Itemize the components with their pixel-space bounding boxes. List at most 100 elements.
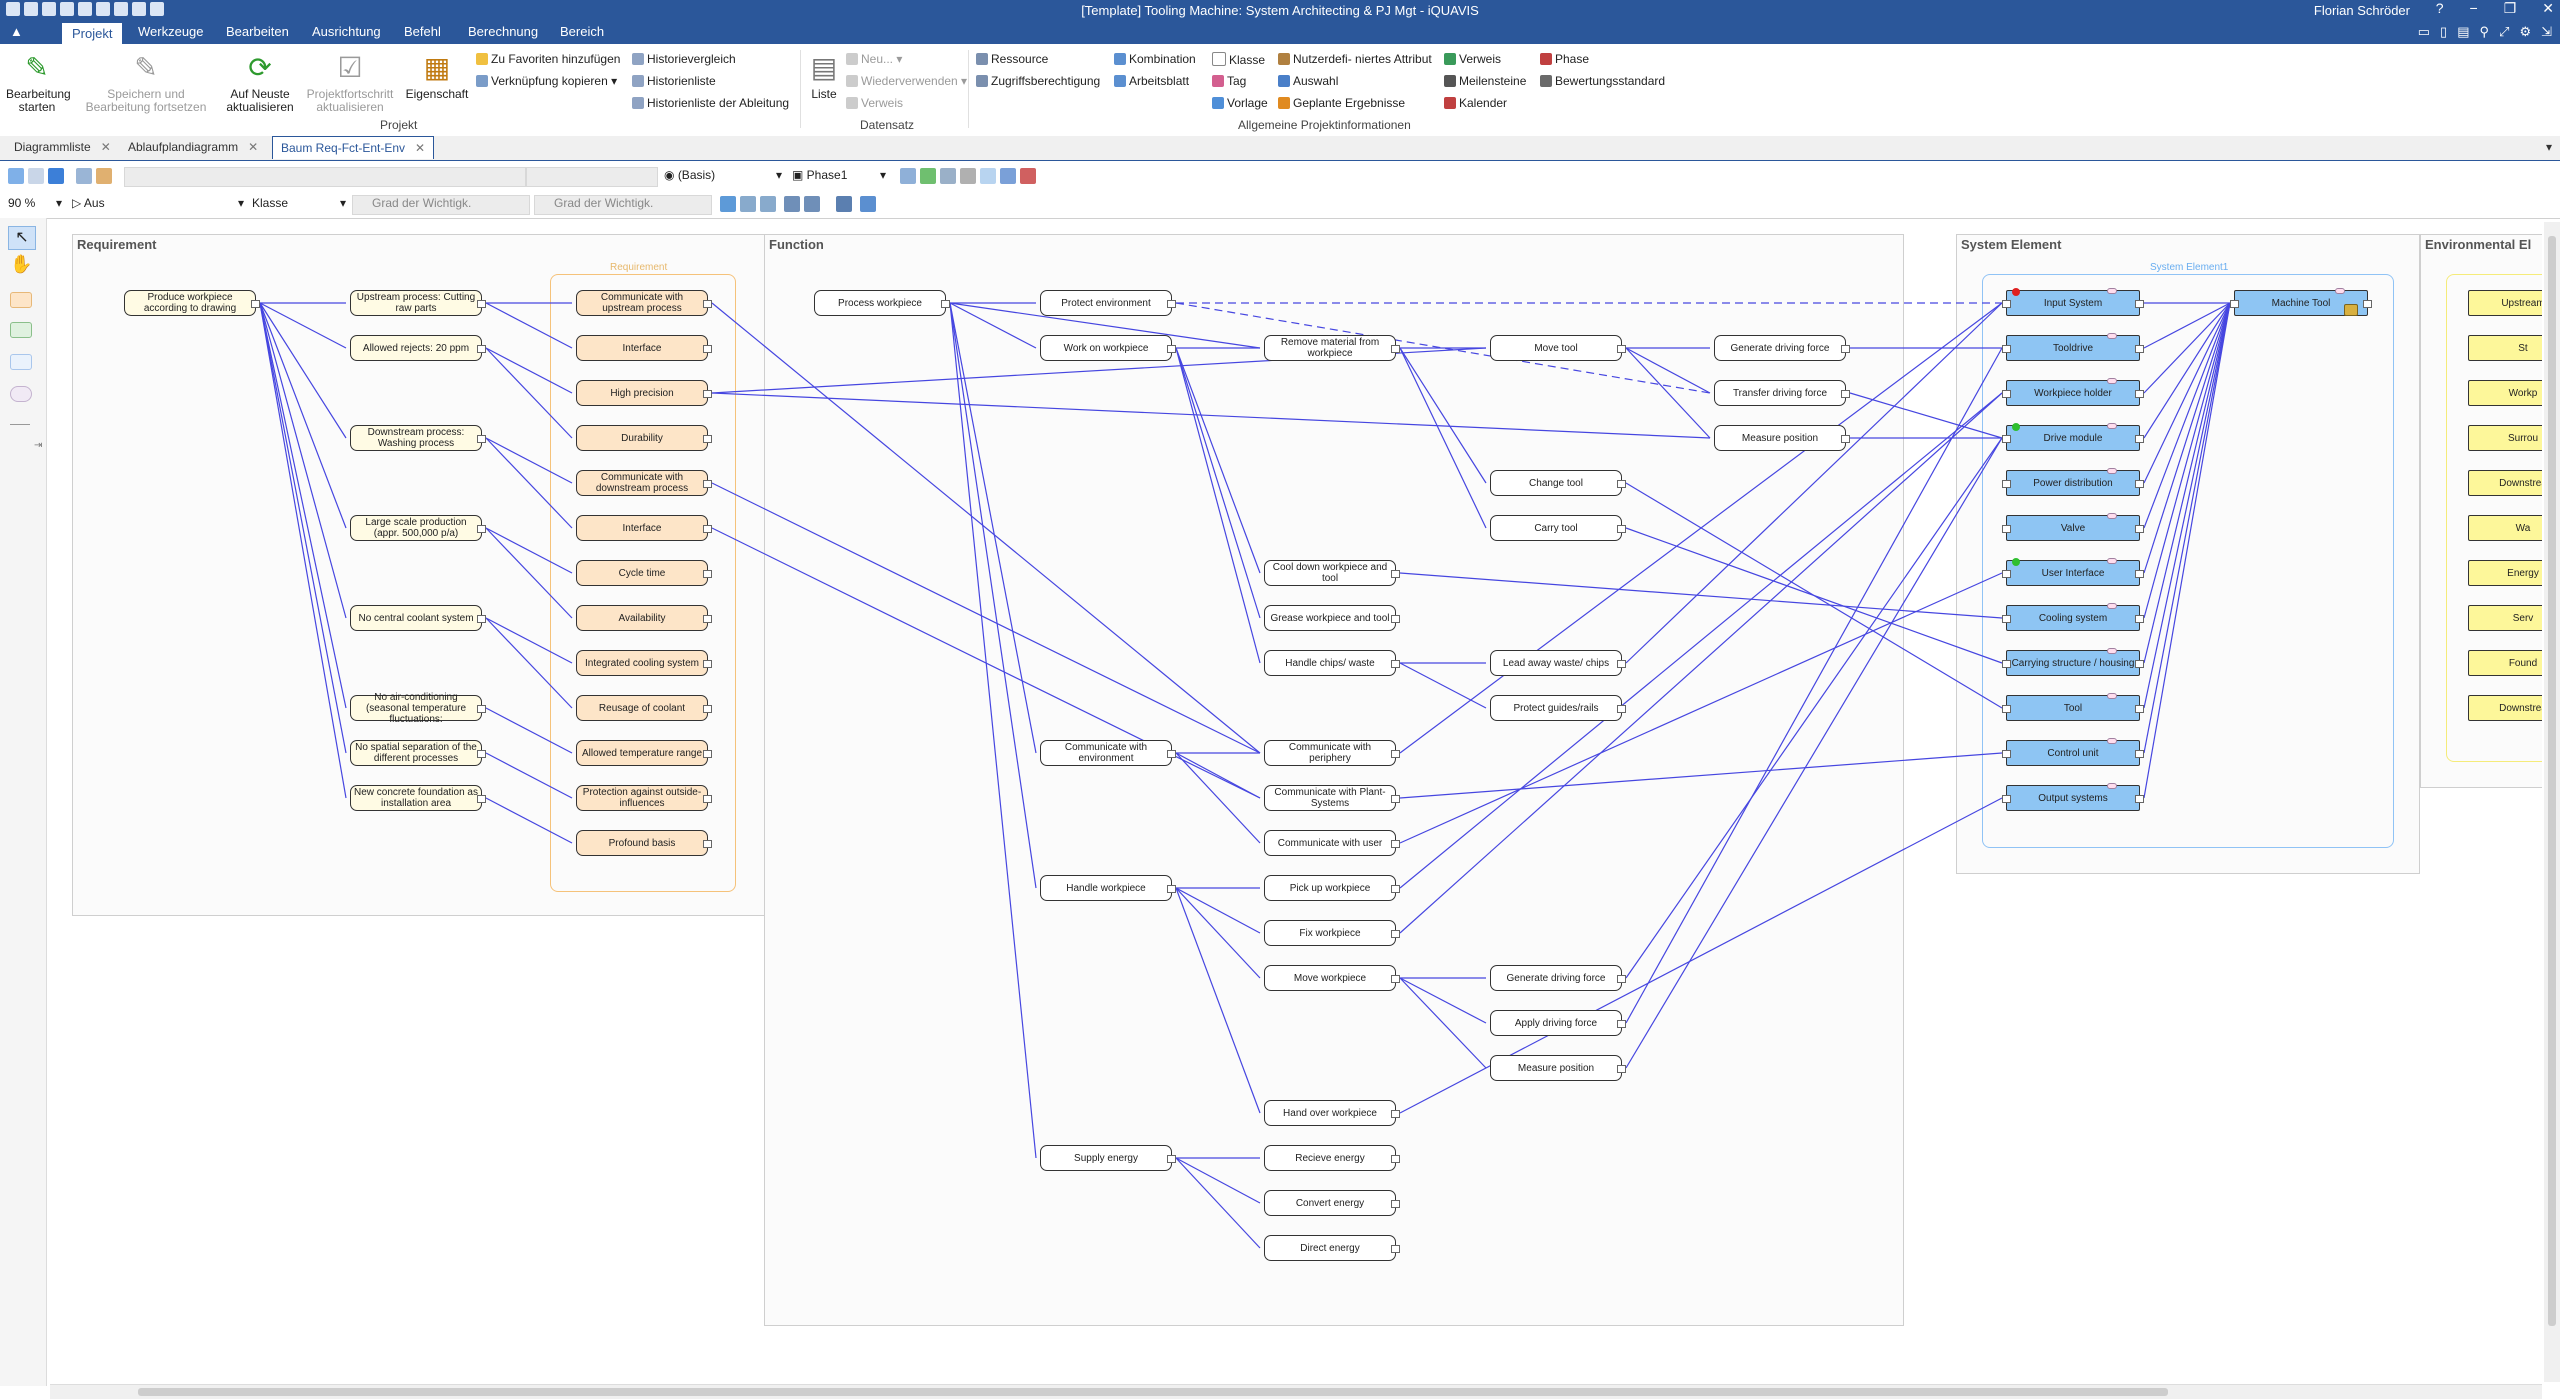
requirement-node[interactable]: Availability	[576, 605, 712, 631]
filter-icon[interactable]	[960, 168, 976, 184]
node-connector[interactable]	[2002, 705, 2011, 713]
node-connector[interactable]	[2002, 615, 2011, 623]
planned-results-button[interactable]: Geplante Ergebnisse	[1278, 96, 1405, 110]
tab-befehl[interactable]: Befehl	[404, 24, 441, 39]
node-connector[interactable]	[703, 435, 712, 443]
history-derivation-button[interactable]: Historienliste der Ableitung	[632, 96, 789, 110]
node-connector[interactable]	[703, 795, 712, 803]
node-pin[interactable]	[2107, 423, 2117, 429]
matrix-icon[interactable]	[1000, 168, 1016, 184]
node-pin[interactable]	[2335, 288, 2345, 294]
system-element-node[interactable]: Carrying structure / housing	[2002, 648, 2144, 676]
node-connector[interactable]	[1391, 1110, 1400, 1118]
minimize-button[interactable]: −	[2469, 0, 2478, 16]
node-connector[interactable]	[1391, 1155, 1400, 1163]
layout-icon[interactable]: ▭	[2417, 24, 2431, 39]
toolbar-field-blank[interactable]	[124, 167, 526, 187]
function-node[interactable]: Hand over workpiece	[1264, 1100, 1400, 1126]
environment-node[interactable]: Found	[2468, 650, 2542, 676]
highlight-icon[interactable]	[980, 168, 996, 184]
expand-palette-icon[interactable]: ⇥	[34, 440, 43, 451]
function-node[interactable]: Measure position	[1714, 425, 1850, 451]
node-connector[interactable]	[1391, 795, 1400, 803]
node-connector[interactable]	[477, 795, 486, 803]
environment-node[interactable]: Workp	[2468, 380, 2542, 406]
environment-node[interactable]: Serv	[2468, 605, 2542, 631]
node-connector[interactable]	[1617, 705, 1626, 713]
matrix-view-icon[interactable]	[784, 196, 800, 212]
node-pin[interactable]	[2107, 693, 2117, 699]
phase-select[interactable]: ▣ Phase1	[792, 168, 848, 182]
environment-node[interactable]: Downstrea	[2468, 695, 2542, 721]
node-connector[interactable]	[2002, 570, 2011, 578]
split-view-icon[interactable]	[760, 196, 776, 212]
app-icon[interactable]	[6, 2, 20, 16]
node-connector[interactable]	[477, 615, 486, 623]
function-node[interactable]: Remove material from workpiece	[1264, 335, 1400, 361]
app-menu-icon[interactable]: ▲	[10, 24, 23, 39]
node-connector[interactable]	[477, 705, 486, 713]
tab-projekt[interactable]: Projekt	[62, 23, 123, 44]
scroll-thumb[interactable]	[138, 1388, 2168, 1396]
system-element-node[interactable]: Control unit	[2002, 738, 2144, 766]
function-node[interactable]: Protect guides/rails	[1490, 695, 1626, 721]
node-connector[interactable]	[251, 300, 260, 308]
system-element-node[interactable]: Valve	[2002, 513, 2144, 541]
node-connector[interactable]	[1167, 750, 1176, 758]
node-connector[interactable]	[1841, 390, 1850, 398]
requirement-node[interactable]: Cycle time	[576, 560, 712, 586]
function-node[interactable]: Lead away waste/ chips	[1490, 650, 1626, 676]
node-connector[interactable]	[1167, 300, 1176, 308]
maximize-button[interactable]: ❐	[2503, 0, 2517, 16]
node-connector[interactable]	[703, 390, 712, 398]
requirement-node[interactable]: Profound basis	[576, 830, 712, 856]
class-dropdown-icon[interactable]: ▾	[340, 196, 347, 210]
panel-icon[interactable]: ▤	[2457, 24, 2470, 39]
node-connector[interactable]	[703, 525, 712, 533]
environment-shape-icon[interactable]	[10, 386, 32, 402]
function-node[interactable]: Generate driving force	[1490, 965, 1626, 991]
system-element-node[interactable]: Output systems	[2002, 783, 2144, 811]
requirement-node[interactable]: Upstream process: Cutting raw parts	[350, 290, 486, 316]
function-node[interactable]: Fix workpiece	[1264, 920, 1400, 946]
zoom-dropdown-icon[interactable]: ▾	[56, 196, 63, 210]
environment-node[interactable]: Upstream	[2468, 290, 2542, 316]
system-element-node[interactable]: Tool	[2002, 693, 2144, 721]
history-list-button[interactable]: Historienliste	[632, 74, 716, 88]
baseline-select[interactable]: ◉ (Basis)	[664, 168, 716, 182]
node-connector[interactable]	[1391, 1200, 1400, 1208]
node-connector[interactable]	[477, 435, 486, 443]
system-element-node[interactable]: Input System	[2002, 288, 2144, 316]
system-element-node[interactable]: Machine Tool	[2230, 288, 2372, 316]
node-connector[interactable]	[2002, 750, 2011, 758]
rating-standard-button[interactable]: Bewertungsstandard	[1540, 74, 1665, 88]
node-connector[interactable]	[1617, 975, 1626, 983]
function-node[interactable]: Convert energy	[1264, 1190, 1400, 1216]
tab-ausrichtung[interactable]: Ausrichtung	[312, 24, 381, 39]
requirement-node[interactable]: Integrated cooling system	[576, 650, 712, 676]
requirement-node[interactable]: Interface	[576, 515, 712, 541]
function-node[interactable]: Protect environment	[1040, 290, 1176, 316]
scroll-thumb[interactable]	[2548, 236, 2556, 1326]
milestones-button[interactable]: Meilensteine	[1444, 74, 1526, 88]
pan-tool-icon[interactable]: ✋	[10, 254, 33, 274]
phase-dropdown-icon[interactable]: ▾	[880, 168, 887, 182]
requirement-node[interactable]: No air-conditioning (seasonal temperatur…	[350, 692, 486, 725]
horizontal-scrollbar[interactable]	[50, 1384, 2542, 1399]
requirement-node[interactable]: Communicate with downstream process	[576, 470, 712, 496]
node-connector[interactable]	[2002, 345, 2011, 353]
tab-berechnung[interactable]: Berechnung	[468, 24, 539, 39]
node-connector[interactable]	[1617, 480, 1626, 488]
refresh-icon[interactable]	[150, 2, 164, 16]
close-icon[interactable]: ✕	[100, 140, 111, 154]
close-icon[interactable]: ✕	[248, 140, 259, 154]
node-connector[interactable]	[2002, 795, 2011, 803]
node-connector[interactable]	[2002, 300, 2011, 308]
edit-start-button[interactable]: ✎ Bearbeitung starten	[6, 52, 71, 114]
function-node[interactable]: Grease workpiece and tool	[1264, 605, 1400, 631]
system-element-node[interactable]: Drive module	[2002, 423, 2144, 451]
environment-node[interactable]: St	[2468, 335, 2542, 361]
node-connector[interactable]	[477, 750, 486, 758]
pointer-tool-icon[interactable]: ↖	[8, 226, 36, 250]
node-connector[interactable]	[2135, 660, 2144, 668]
